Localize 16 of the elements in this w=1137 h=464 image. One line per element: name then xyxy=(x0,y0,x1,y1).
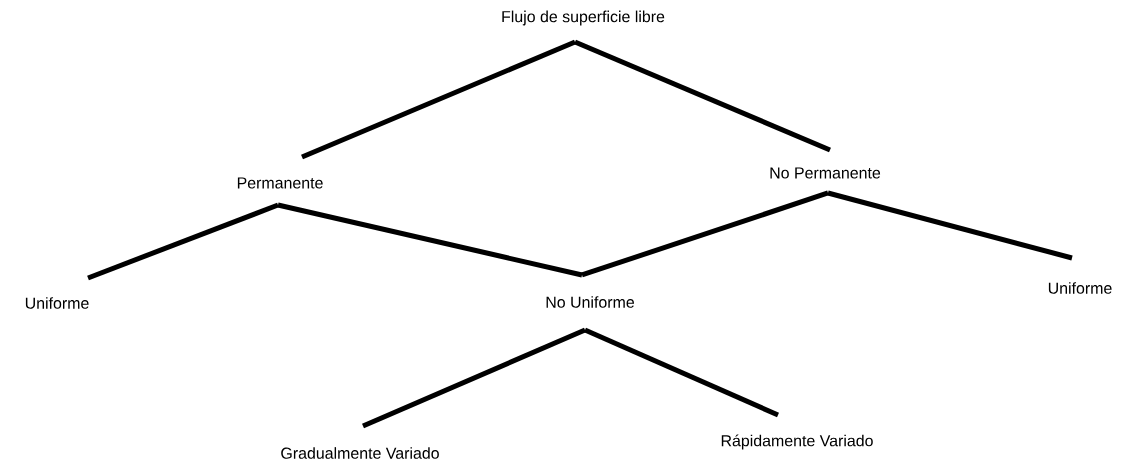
node-label: Flujo de superficie libre xyxy=(502,10,665,26)
node-label: Uniforme xyxy=(1048,282,1112,294)
node-label: No Uniforme xyxy=(546,296,634,308)
connector-line xyxy=(277,202,583,278)
node-label: Rápidamente Variado xyxy=(721,434,873,450)
node-label: No Permanente xyxy=(770,167,881,179)
connector-line xyxy=(581,190,829,278)
connector-line xyxy=(87,202,279,281)
connector-line xyxy=(362,327,586,429)
node-label: Permanente xyxy=(237,177,323,189)
connector-line xyxy=(584,327,779,418)
connector-line xyxy=(301,39,576,160)
connector-line xyxy=(827,190,1073,261)
connector-line xyxy=(574,39,831,153)
node-label: Uniforme xyxy=(25,297,89,309)
node-label: Gradualmente Variado xyxy=(281,447,439,459)
